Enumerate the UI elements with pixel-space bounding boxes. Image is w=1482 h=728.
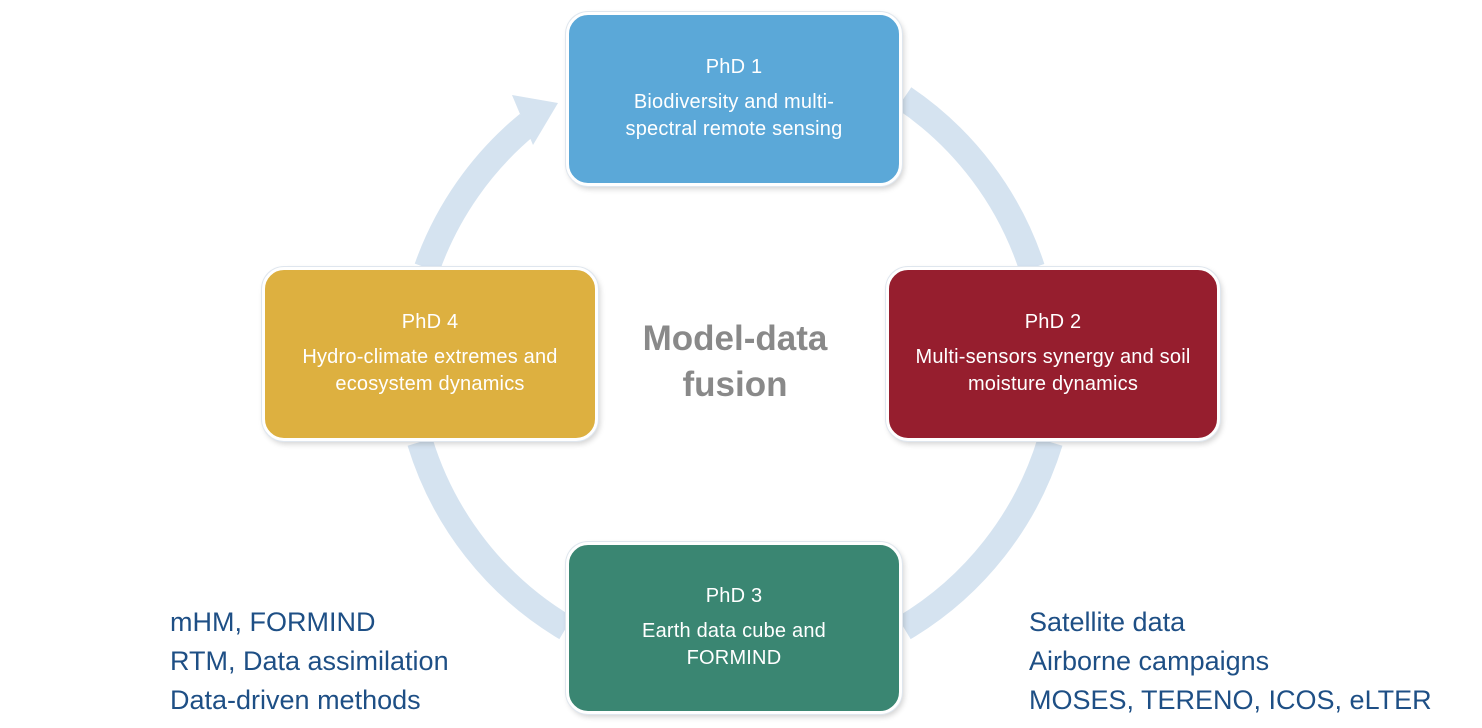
methods-list-item: Data-driven methods [170,685,421,715]
phd4-label: PhD 4 [401,310,459,333]
phd1-box: PhD 1 Biodiversity and multi-spectral re… [566,12,902,186]
phd2-label: PhD 2 [1024,310,1082,333]
phd1-topic: Biodiversity and multi-spectral remote s… [625,90,843,140]
data-sources-list-item: Satellite data [1029,607,1186,637]
ring-arc-phd3-to-phd4 [407,438,573,640]
ring-arc-phd2-to-phd3 [897,438,1063,640]
phd3-topic: Earth data cube and FORMIND [642,619,826,669]
data-sources-list: Satellite data Airborne campaigns MOSES,… [1029,603,1432,720]
cycle-arrowhead [512,95,558,145]
phd4-topic: Hydro-climate extremes and ecosystem dyn… [302,345,558,395]
data-sources-list-item: Airborne campaigns [1029,646,1270,676]
phd3-label: PhD 3 [705,584,763,607]
phd3-box: PhD 3 Earth data cube and FORMIND [566,542,902,714]
phd1-label: PhD 1 [705,55,763,78]
methods-list-item: mHM, FORMIND [170,607,376,637]
center-title: Model-data fusion [642,319,828,404]
methods-list: mHM, FORMIND RTM, Data assimilation Data… [170,603,449,720]
phd2-box: PhD 2 Multi-sensors synergy and soil moi… [886,267,1220,441]
methods-list-item: RTM, Data assimilation [170,646,449,676]
ring-arc-phd4-to-phd1 [414,113,537,273]
data-sources-list-item: MOSES, TERENO, ICOS, eLTER [1029,685,1432,715]
ring-arc-phd1-to-phd2 [896,87,1045,273]
phd4-box: PhD 4 Hydro-climate extremes and ecosyst… [262,267,598,441]
phd2-topic: Multi-sensors synergy and soil moisture … [915,345,1191,395]
